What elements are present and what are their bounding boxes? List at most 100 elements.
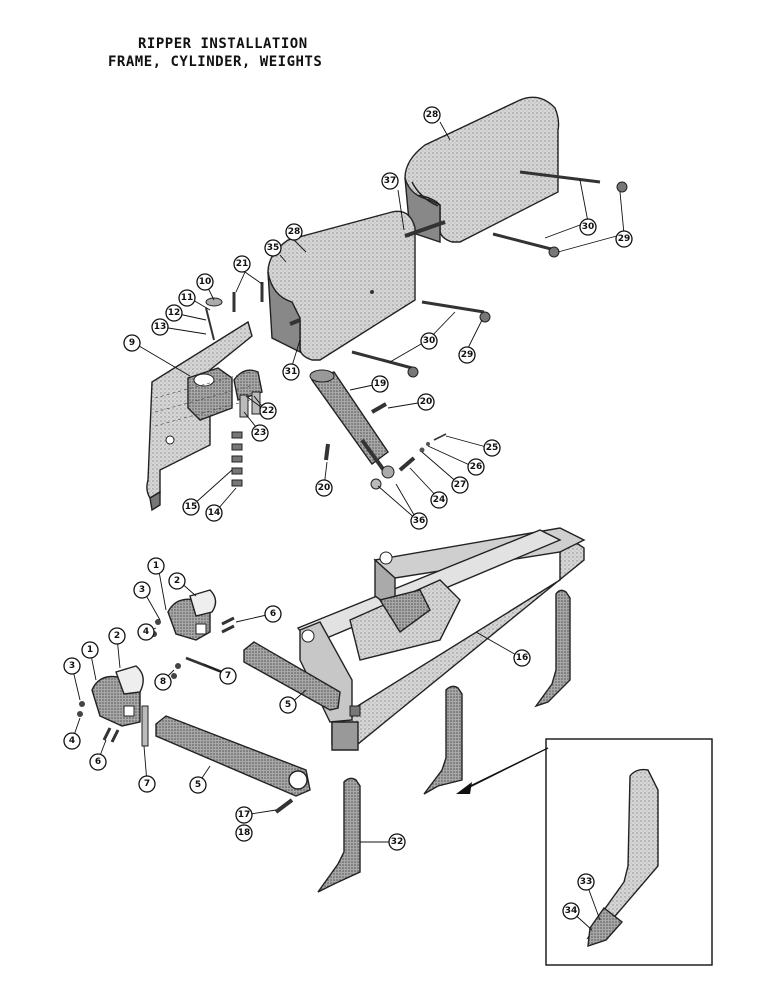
svg-text:37: 37 [384,176,397,186]
callout-5a: 5 [279,696,297,714]
callout-27: 27 [451,476,469,494]
svg-text:20: 20 [420,397,433,407]
callout-20a: 20 [417,393,435,411]
svg-text:12: 12 [168,308,181,318]
callout-22: 22 [259,402,277,420]
svg-text:28: 28 [426,110,439,120]
svg-text:11: 11 [181,293,194,303]
callout-31: 31 [282,363,300,381]
callout-21: 21 [233,255,251,273]
svg-text:27: 27 [454,480,467,490]
pin-parts-24-27 [398,433,447,472]
pin-17 [274,798,294,814]
svg-text:23: 23 [254,428,267,438]
svg-text:21: 21 [236,259,249,269]
svg-text:30: 30 [582,222,595,232]
clevis-lower [91,665,144,727]
weight-rod-stub [289,318,301,326]
svg-text:29: 29 [461,350,474,360]
callout-19: 19 [371,375,389,393]
svg-text:7: 7 [144,779,150,789]
svg-text:13: 13 [154,322,167,332]
svg-text:7: 7 [225,671,231,681]
svg-text:19: 19 [374,379,387,389]
ripper-shank-middle [423,685,463,795]
callout-3b: 3 [63,657,81,675]
svg-text:29: 29 [618,234,631,244]
svg-text:28: 28 [288,227,301,237]
tooth-detail-inset [545,738,713,966]
callout-28a: 28 [423,106,441,124]
callout-4a: 4 [137,623,155,641]
svg-text:6: 6 [270,609,276,619]
svg-text:16: 16 [516,653,529,663]
mounting-bracket [146,320,263,512]
callout-33: 33 [577,873,595,891]
svg-text:1: 1 [153,561,159,571]
link-arm-upper [243,641,341,711]
diagram-title: RIPPER INSTALLATION [138,36,308,52]
svg-text:8: 8 [160,677,166,687]
callout-13: 13 [151,318,169,336]
svg-text:30: 30 [423,336,436,346]
inset-pointer-arrow [456,782,472,794]
svg-text:6: 6 [95,757,101,767]
svg-text:15: 15 [185,502,198,512]
tie-rods-lower [351,300,491,378]
callout-8: 8 [154,673,172,691]
callout-20b: 20 [315,479,333,497]
pin-20-upper [371,402,387,414]
callout-35: 35 [264,239,282,257]
callout-23: 23 [251,424,269,442]
callout-5b: 5 [189,776,207,794]
callout-6b: 6 [89,753,107,771]
svg-text:22: 22 [262,406,275,416]
svg-text:5: 5 [195,780,201,790]
callout-12: 12 [165,304,183,322]
callout-28b: 28 [285,223,303,241]
callout-11: 11 [178,289,196,307]
link-arm-lower [155,715,311,797]
svg-text:26: 26 [470,462,483,472]
svg-text:14: 14 [208,508,221,518]
svg-text:31: 31 [285,367,298,377]
svg-text:34: 34 [565,906,578,916]
ripper-shank-front [317,777,361,893]
pin-assembly [205,297,223,341]
callout-2b: 2 [108,627,126,645]
callout-17: 17 [235,806,253,824]
svg-text:10: 10 [199,277,212,287]
svg-text:33: 33 [580,877,593,887]
svg-text:2: 2 [114,631,120,641]
callout-1b: 1 [81,641,99,659]
svg-text:35: 35 [267,243,280,253]
callout-15: 15 [182,498,200,516]
svg-text:36: 36 [413,516,426,526]
svg-text:1: 1 [87,645,93,655]
callout-14: 14 [205,504,223,522]
callout-34: 34 [562,902,580,920]
bracket-bolts [231,431,243,487]
callout-1a: 1 [147,557,165,575]
callout-7b: 7 [138,775,156,793]
callout-25: 25 [483,439,501,457]
callout-24: 24 [430,491,448,509]
ripper-frame [296,527,586,751]
svg-text:18: 18 [238,828,251,838]
callout-9: 9 [123,334,141,352]
svg-text:3: 3 [139,585,145,595]
callout-18: 18 [235,824,253,842]
callout-29a: 29 [615,230,633,248]
callout-7a: 7 [219,667,237,685]
bolts-21 [232,282,264,312]
callout-3a: 3 [133,581,151,599]
callout-16: 16 [513,649,531,667]
callout-30b: 30 [420,332,438,350]
callout-6a: 6 [264,605,282,623]
pin-20-lower [324,443,330,461]
callout-26: 26 [467,458,485,476]
weight-rod [404,220,446,238]
svg-text:3: 3 [69,661,75,671]
diagram-subtitle: FRAME, CYLINDER, WEIGHTS [108,54,323,70]
